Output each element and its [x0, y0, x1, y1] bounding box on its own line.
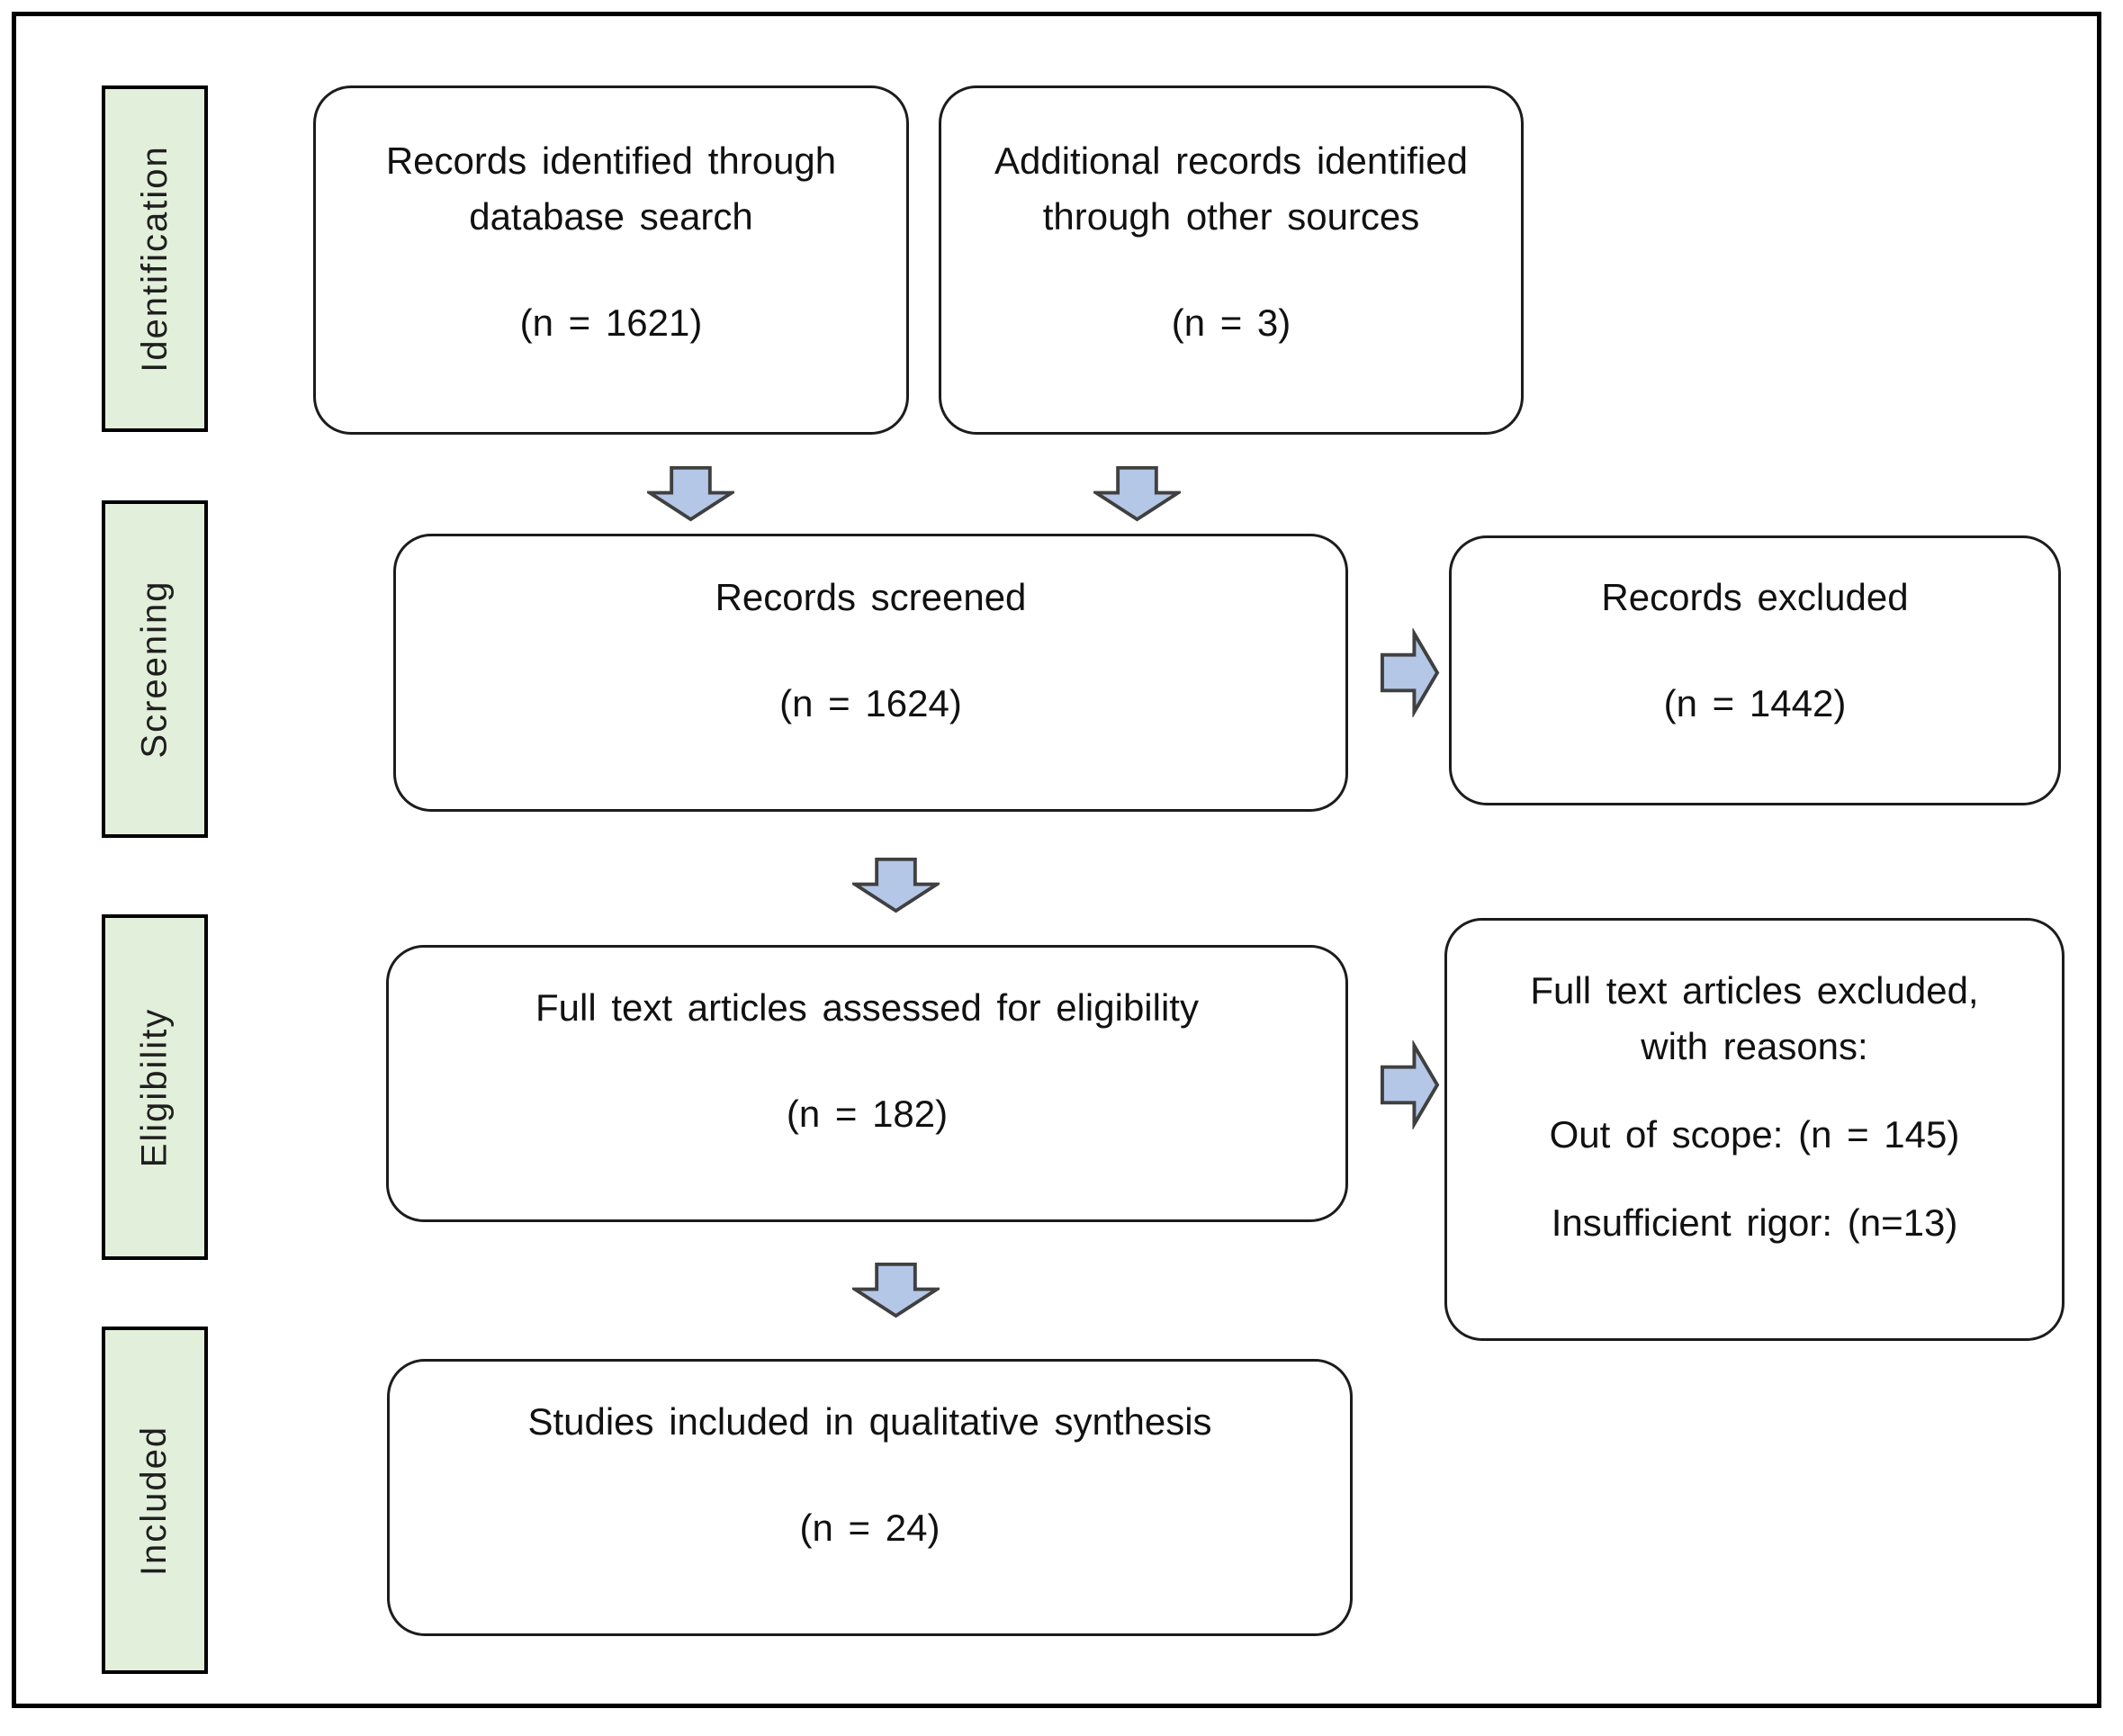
- node-records-excluded: Records excluded (n = 1442): [1449, 535, 2061, 805]
- exclusion-reason: Out of scope: (n = 145): [1549, 1113, 1960, 1156]
- down-arrow-icon: [852, 857, 940, 913]
- node-count: (n = 1442): [1663, 681, 1847, 724]
- stage-screening: Screening: [102, 500, 208, 838]
- node-fulltext-excluded: Full text articles excluded, with reason…: [1444, 918, 2065, 1341]
- stage-identification: Identification: [102, 85, 208, 432]
- node-count: (n = 1621): [519, 301, 703, 344]
- node-studies-included: Studies included in qualitative synthesi…: [387, 1359, 1353, 1636]
- down-arrow-icon: [852, 1262, 940, 1318]
- node-fulltext-assessed: Full text articles assessed for eligibil…: [386, 945, 1348, 1222]
- node-count: (n = 1624): [779, 681, 962, 724]
- down-arrow-icon: [647, 465, 734, 522]
- stage-screening-label: Screening: [134, 580, 175, 759]
- stage-eligibility-label: Eligibility: [134, 1007, 175, 1167]
- node-title-line: Records excluded: [1601, 575, 1909, 618]
- node-count: (n = 182): [786, 1093, 949, 1135]
- node-title-line: with reasons:: [1641, 1025, 1868, 1067]
- stage-included-label: Included: [134, 1425, 175, 1576]
- node-title-line: Studies included in qualitative synthesi…: [527, 1400, 1212, 1443]
- node-title-line: Records screened: [715, 575, 1027, 618]
- node-title-line: Additional records identified: [994, 139, 1468, 182]
- right-arrow-icon: [1380, 628, 1440, 717]
- diagram-border: [12, 12, 2101, 1708]
- node-title-line: database search: [469, 195, 753, 238]
- node-title-line: Full text articles assessed for eligibil…: [535, 986, 1199, 1029]
- node-additional-records: Additional records identified through ot…: [939, 85, 1524, 435]
- right-arrow-icon: [1380, 1040, 1440, 1129]
- stage-included: Included: [102, 1327, 208, 1674]
- node-count: (n = 3): [1171, 301, 1291, 344]
- node-count: (n = 24): [799, 1507, 940, 1549]
- node-records-identified: Records identified through database sear…: [313, 85, 909, 435]
- node-title-line: through other sources: [1042, 195, 1420, 238]
- exclusion-reason: Insufficient rigor: (n=13): [1551, 1201, 1958, 1244]
- stage-identification-label: Identification: [134, 145, 175, 373]
- down-arrow-icon: [1093, 465, 1181, 522]
- node-title-line: Records identified through: [385, 139, 837, 182]
- node-records-screened: Records screened (n = 1624): [393, 534, 1348, 812]
- node-title-line: Full text articles excluded,: [1530, 969, 1979, 1012]
- stage-eligibility: Eligibility: [102, 914, 208, 1260]
